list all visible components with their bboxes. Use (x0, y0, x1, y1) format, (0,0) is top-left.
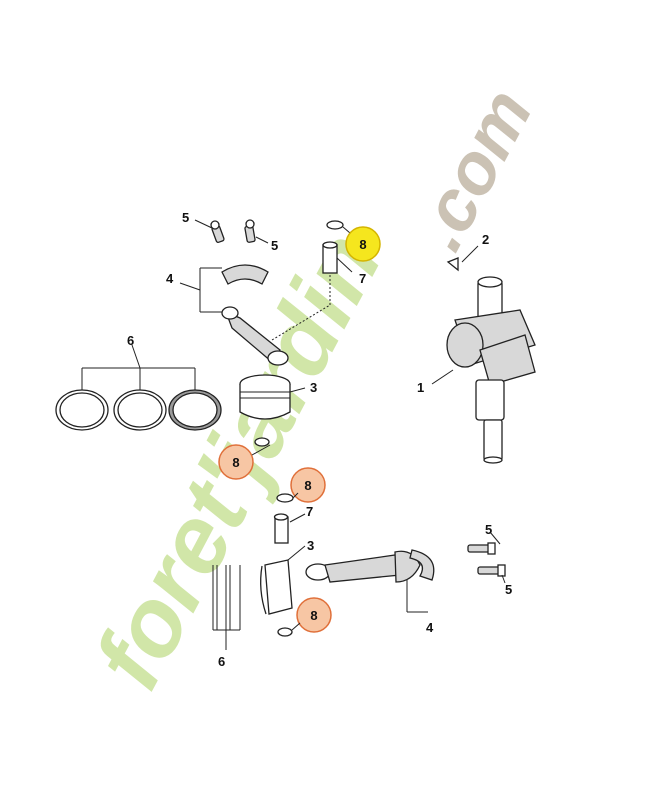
piston-pin-lower (273, 513, 289, 544)
callout-5-upper-right: 5 (271, 238, 278, 253)
badge-8-lower-top[interactable]: 8 (290, 467, 326, 503)
callout-6-upper: 6 (127, 333, 134, 348)
circlip-lower-top (276, 493, 294, 503)
callout-7-lower: 7 (306, 504, 313, 519)
callout-3-upper: 3 (310, 380, 317, 395)
piston-lower (260, 545, 306, 615)
crankshaft (446, 276, 536, 464)
piston-pin-upper (322, 241, 353, 274)
callout-7-upper: 7 (359, 271, 366, 286)
piston-upper (239, 374, 306, 420)
circlip-lower-bottom (277, 627, 293, 637)
svg-text:8: 8 (310, 608, 317, 623)
piston-rings-lower (212, 565, 241, 650)
circlip-upper (326, 220, 344, 230)
bolt-upper-right (244, 219, 256, 243)
bolt-lower-lower (477, 564, 506, 577)
callout-6-lower: 6 (218, 654, 225, 669)
svg-text:8: 8 (359, 237, 366, 252)
callout-5-lower-bottom: 5 (505, 582, 512, 597)
watermark-suffix: .com (398, 77, 548, 263)
callout-5-lower-top: 5 (485, 522, 492, 537)
circlip-upper-lower (254, 437, 270, 447)
svg-text:8: 8 (304, 478, 311, 493)
connecting-rod-upper (221, 264, 331, 366)
callout-5-upper-left: 5 (182, 210, 189, 225)
svg-text:8: 8 (232, 455, 239, 470)
callout-3-lower: 3 (307, 538, 314, 553)
connecting-rod-lower (305, 549, 435, 583)
callout-1: 1 (417, 380, 424, 395)
badge-8-highlight[interactable]: 8 (345, 226, 381, 262)
callout-2: 2 (482, 232, 489, 247)
callout-4-lower: 4 (426, 620, 434, 635)
piston-rings-upper (55, 344, 222, 431)
bolt-lower-upper (467, 542, 496, 555)
callout-4-upper: 4 (166, 271, 174, 286)
woodruff-key (446, 257, 459, 272)
badge-8-lower-bottom[interactable]: 8 (296, 597, 332, 633)
bolt-upper-left (210, 220, 225, 243)
badge-8-upper-piston[interactable]: 8 (218, 444, 254, 480)
